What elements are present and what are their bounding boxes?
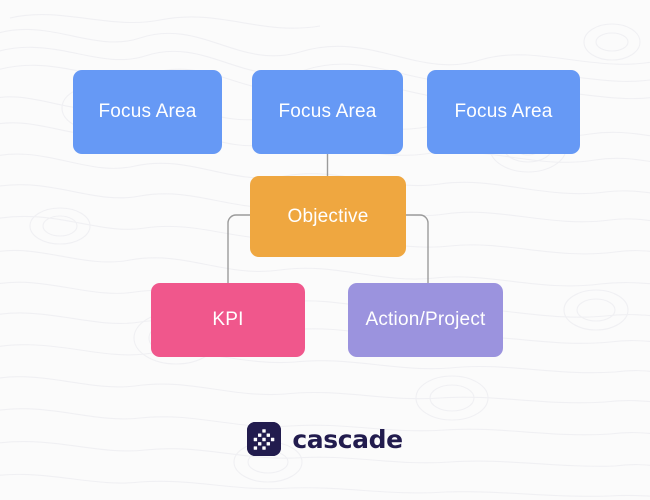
connector-objective-to-kpi: [227, 214, 252, 285]
cascade-logo: cascade: [0, 419, 650, 459]
cascade-wordmark: cascade: [292, 424, 403, 454]
node-label: Action/Project: [365, 309, 486, 331]
node-label: Focus Area: [454, 101, 553, 123]
node-label: Focus Area: [98, 101, 197, 123]
node-focus-area-3[interactable]: Focus Area: [427, 70, 580, 154]
node-action-project[interactable]: Action/Project: [348, 283, 503, 357]
node-label: Focus Area: [278, 101, 377, 123]
cascade-mark-icon: [247, 422, 282, 456]
node-focus-area-1[interactable]: Focus Area: [73, 70, 222, 154]
node-label: KPI: [212, 309, 244, 331]
node-label: Objective: [287, 205, 369, 227]
node-focus-area-2[interactable]: Focus Area: [252, 70, 403, 154]
node-objective[interactable]: Objective: [250, 176, 406, 257]
connector-objective-to-action-project: [404, 214, 429, 285]
node-kpi[interactable]: KPI: [151, 283, 305, 357]
